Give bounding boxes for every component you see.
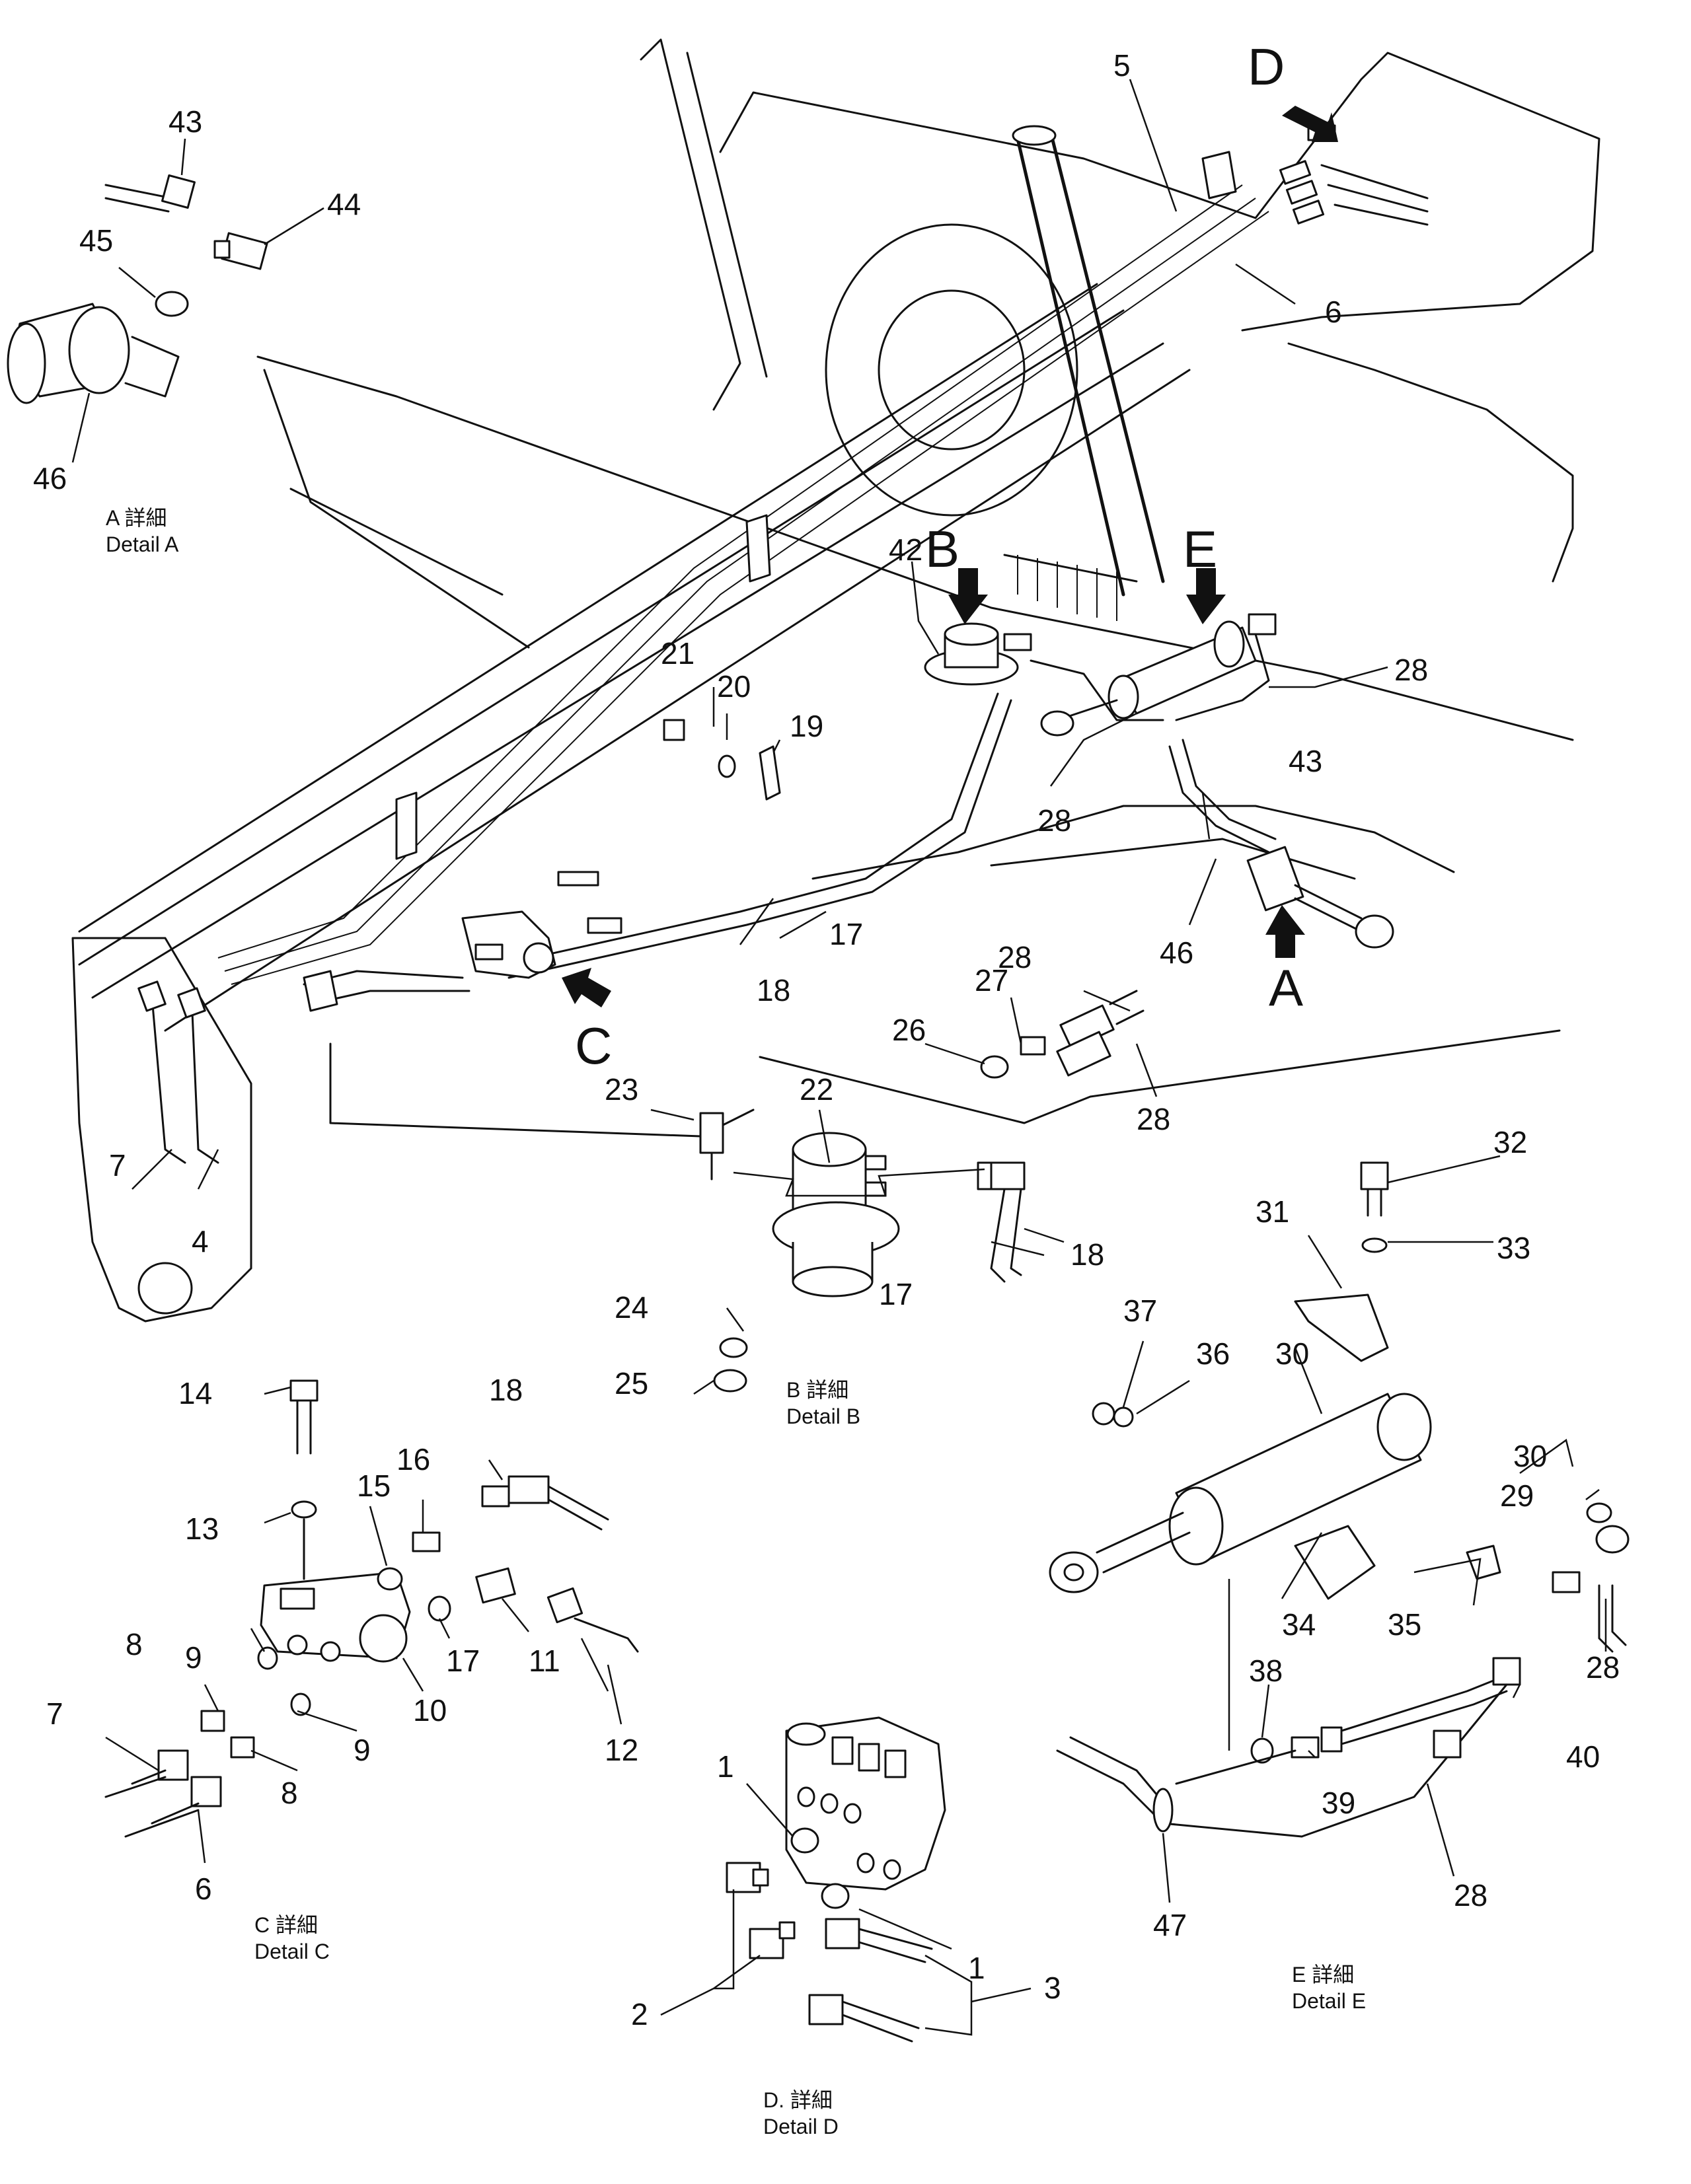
callout-number: 28	[1394, 653, 1428, 687]
callout-number: 15	[357, 1469, 391, 1503]
arrow-a	[1265, 905, 1305, 958]
callout-number: 30	[1275, 1336, 1309, 1371]
callout-number: 9	[185, 1640, 202, 1675]
callout-number: 44	[327, 187, 361, 221]
arrow-e	[1186, 568, 1226, 624]
detail-c: 14 13 15 16 18 9 8 9 10 17 11 12 8 7 6 C…	[46, 1373, 639, 1963]
callout-number: 27	[975, 963, 1008, 998]
detail-d: 1 1 2 3 D. 詳細 Detail D	[631, 1716, 1061, 2138]
callout-number: 28	[998, 940, 1032, 974]
callout-number: 31	[1256, 1194, 1289, 1229]
callout-number: 25	[615, 1366, 648, 1401]
callout-number: 2	[631, 1997, 648, 2031]
valve-block-c	[461, 871, 622, 979]
arrow-c	[562, 968, 611, 1007]
callout-number: 22	[800, 1072, 833, 1107]
callout-number: 18	[757, 973, 790, 1007]
part-19	[759, 745, 781, 801]
callout-number: 47	[1153, 1908, 1187, 1942]
detail-d-caption: Detail D	[763, 2115, 839, 2138]
callout-number: 37	[1123, 1293, 1157, 1328]
detail-b-native-caption: B 詳細	[786, 1378, 848, 1402]
callout-number: 28	[1586, 1650, 1620, 1685]
callout-number: 21	[661, 636, 695, 671]
callout-number: 20	[717, 669, 751, 704]
callout-number: 1	[968, 1951, 985, 1985]
callout-number: 35	[1388, 1607, 1421, 1642]
callout-number: 28	[1037, 803, 1071, 838]
callout-number: 28	[1137, 1102, 1170, 1136]
detail-d-native-caption: D. 詳細	[763, 2088, 833, 2112]
callout-number: 17	[879, 1277, 913, 1311]
callout-number: 46	[33, 461, 67, 495]
callout-number: 7	[109, 1148, 126, 1183]
view-letter-c: C	[575, 1017, 612, 1075]
callout-number: 8	[126, 1627, 143, 1661]
main-assembly: D B E A C 5 6 7 4 17 18 19 20 21 28 28 4…	[71, 38, 1600, 1323]
view-letter-d: D	[1248, 38, 1285, 96]
callout-number: 43	[1289, 744, 1322, 778]
callout-number: 36	[1196, 1336, 1230, 1371]
detail-a-caption: Detail A	[106, 532, 179, 556]
callout-number: 4	[192, 1224, 209, 1258]
detail-c-native-caption: C 詳細	[254, 1913, 318, 1937]
callout-number: 3	[1044, 1971, 1061, 2005]
callout-number: 32	[1493, 1125, 1527, 1159]
callout-number: 1	[717, 1749, 734, 1784]
callout-number: 38	[1249, 1654, 1283, 1688]
callout-number: 23	[605, 1072, 638, 1107]
callout-number: 33	[1497, 1231, 1530, 1265]
callout-number: 12	[605, 1733, 638, 1767]
callout-number: 24	[615, 1290, 648, 1325]
callout-number: 11	[529, 1644, 560, 1678]
callout-number: 13	[185, 1511, 219, 1546]
detail-a-native-caption: A 詳細	[106, 506, 167, 530]
detail-b-caption: Detail B	[786, 1404, 860, 1428]
callout-number: 29	[1500, 1478, 1534, 1513]
callout-number: 30	[1513, 1439, 1547, 1473]
callout-number: 5	[1113, 48, 1131, 83]
callout-number: 34	[1282, 1607, 1316, 1642]
callout-number: 18	[1071, 1237, 1104, 1272]
callout-number: 43	[169, 104, 202, 139]
callout-number: 17	[829, 917, 863, 951]
part-21	[663, 719, 685, 741]
motor-b	[924, 622, 1032, 686]
callout-number: 39	[1322, 1786, 1355, 1820]
callout-number: 26	[892, 1013, 926, 1047]
callout-number: 40	[1566, 1739, 1600, 1774]
callout-number: 14	[178, 1376, 212, 1410]
callout-number: 9	[354, 1733, 371, 1767]
callout-number: 42	[889, 532, 922, 567]
callout-number: 8	[281, 1776, 298, 1810]
view-letter-a: A	[1269, 959, 1303, 1017]
callout-number: 10	[413, 1693, 447, 1728]
arrow-b	[948, 568, 988, 624]
detail-b: 22 23 24 25 26 27 28 28 18 17 B 詳細 Detai…	[605, 940, 1170, 1428]
part-20	[718, 754, 736, 778]
cylinder-a	[1168, 739, 1394, 949]
callout-number: 45	[79, 223, 113, 258]
callout-number: 46	[1160, 935, 1193, 970]
callout-number: 28	[1454, 1878, 1487, 1912]
arrow-d	[1282, 106, 1338, 142]
detail-e-caption: Detail E	[1292, 1989, 1366, 2013]
view-letter-e: E	[1183, 520, 1217, 578]
detail-e: 32 33 31 30 36 37 34 35 30 29 28 38 39 4…	[1049, 1125, 1630, 2013]
ribs	[1003, 554, 1138, 621]
callout-number: 19	[790, 709, 823, 743]
callout-number: 7	[46, 1696, 63, 1731]
callout-number: 6	[1325, 295, 1342, 329]
detail-c-caption: Detail C	[254, 1940, 330, 1963]
callout-number: 16	[396, 1442, 430, 1476]
callout-number: 17	[446, 1644, 480, 1678]
cylinder-e	[1030, 613, 1277, 737]
view-letter-b: B	[925, 520, 959, 578]
callout-number: 18	[489, 1373, 523, 1407]
detail-a: 43 44 45 46 A 詳細 Detail A	[7, 104, 361, 556]
callout-number: 6	[195, 1872, 212, 1906]
detail-e-native-caption: E 詳細	[1292, 1963, 1354, 1986]
